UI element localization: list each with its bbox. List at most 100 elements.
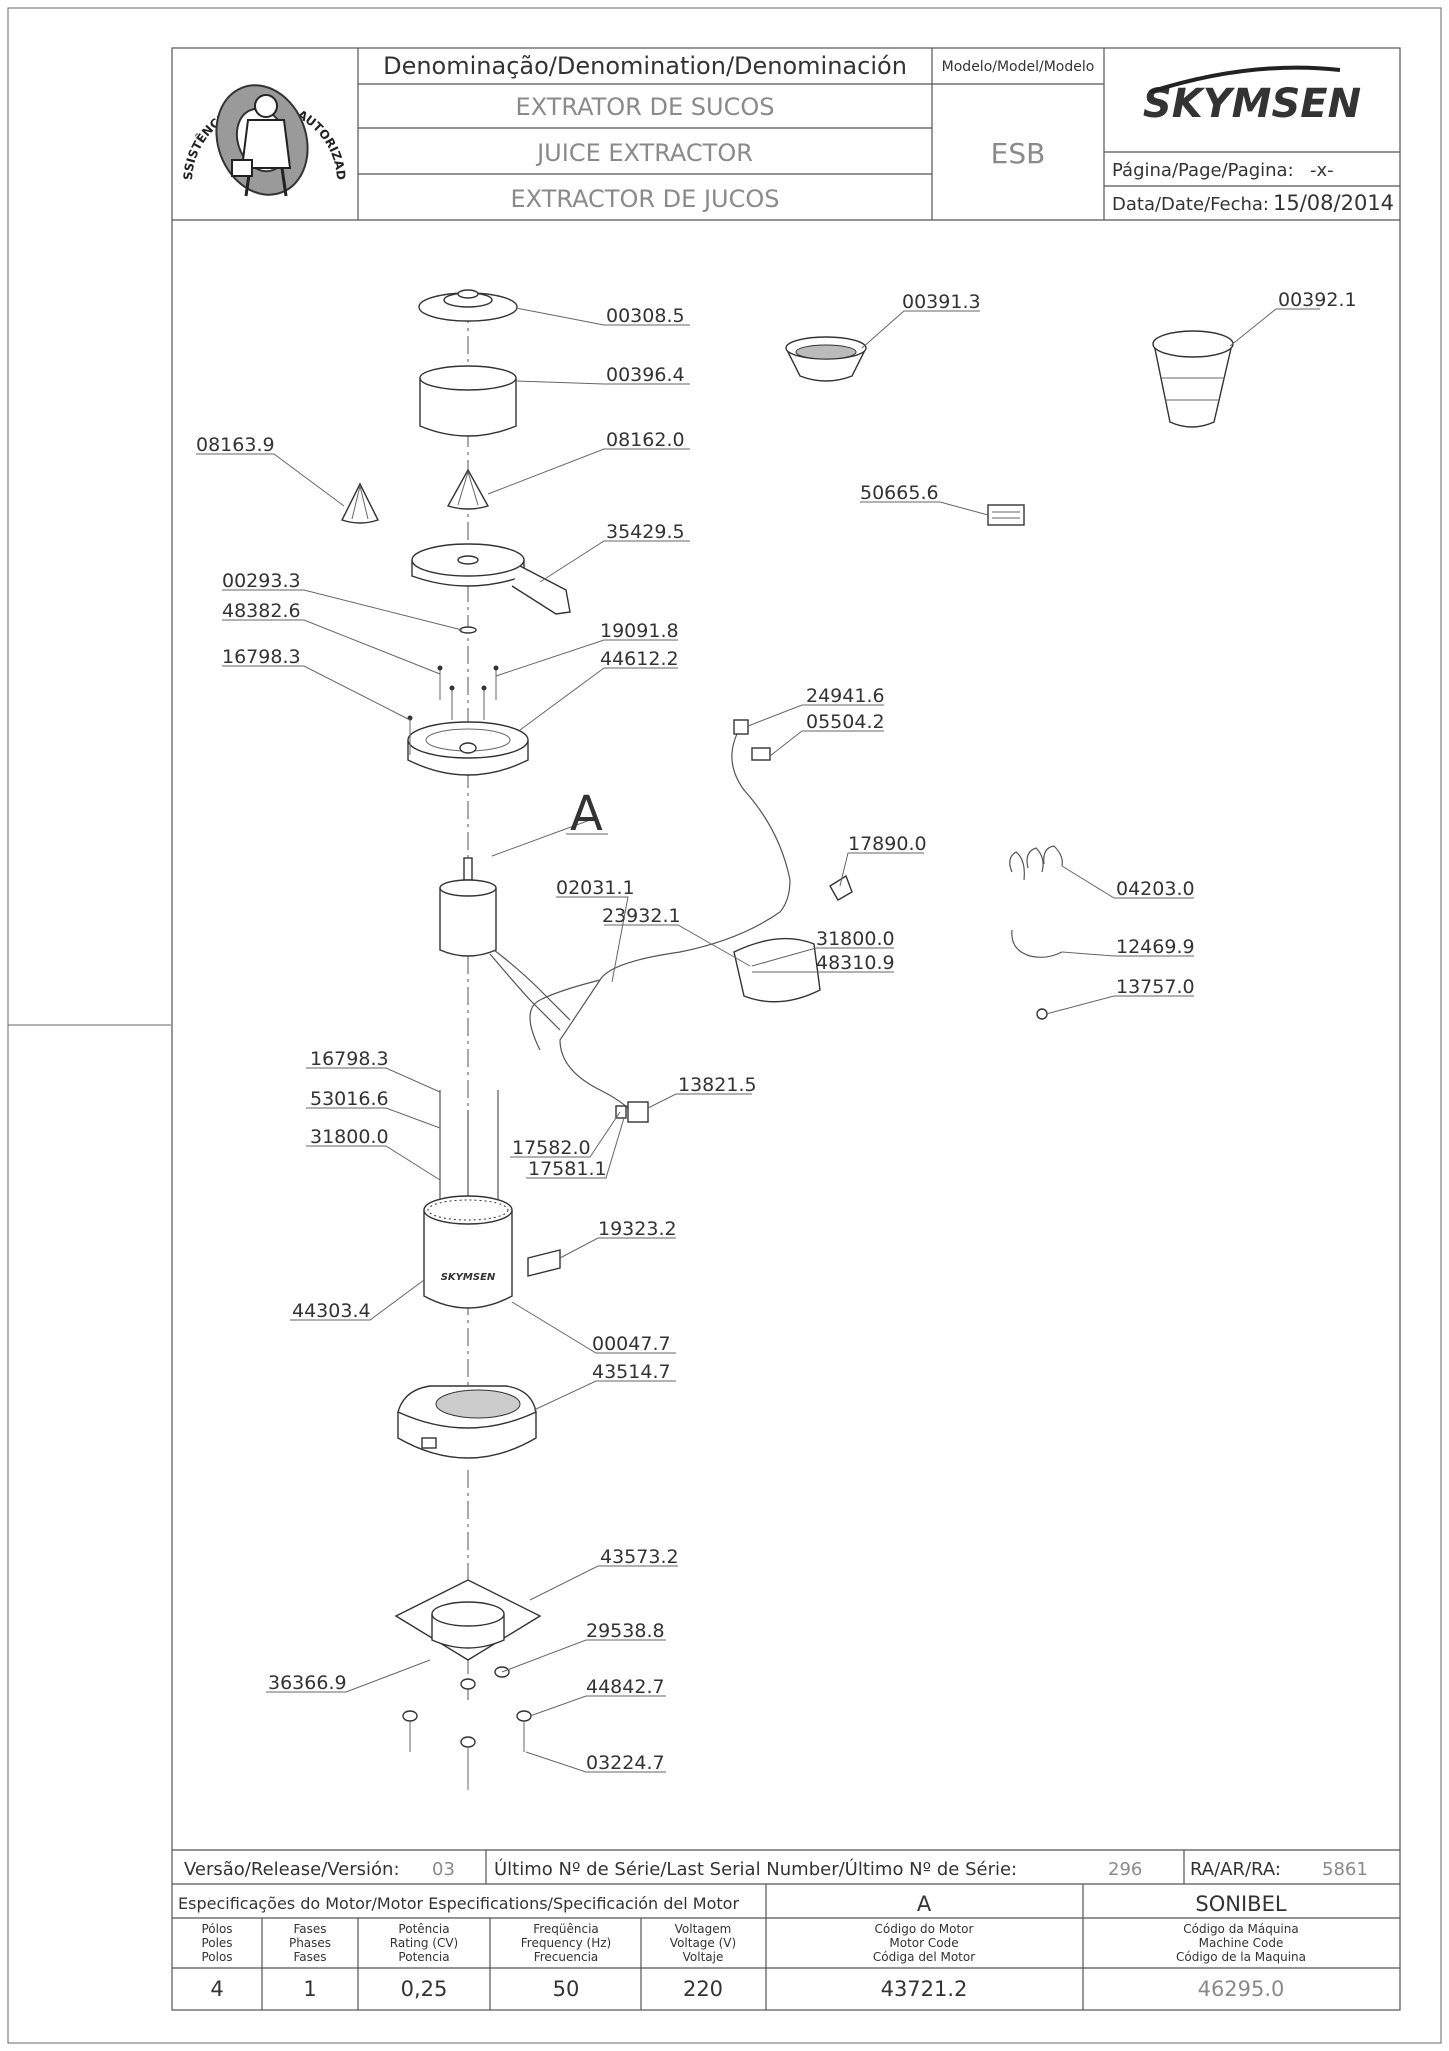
- model-value: ESB: [991, 137, 1046, 170]
- housing-part: SKYMSEN: [423, 1195, 513, 1309]
- leader-lines: [196, 307, 1320, 1773]
- ra-label: RA/AR/RA:: [1190, 1859, 1281, 1880]
- part-label: 12469.9: [1116, 936, 1195, 958]
- part-label: 00308.5: [606, 305, 685, 327]
- ra-value: 5861: [1322, 1859, 1368, 1880]
- svg-text:Polos: Polos: [201, 1950, 232, 1964]
- part-label: 29538.8: [586, 1620, 665, 1642]
- support-ring-part: [407, 721, 529, 776]
- callout-letter: A: [570, 786, 603, 842]
- warning-sticker-part: [987, 504, 1025, 526]
- part-label: 36366.9: [268, 1672, 347, 1694]
- svg-text:Voltage (V): Voltage (V): [670, 1936, 736, 1950]
- svg-text:Potência: Potência: [398, 1922, 449, 1936]
- motor-part: [439, 857, 497, 957]
- part-label: 35429.5: [606, 521, 685, 543]
- svg-text:Machine Code: Machine Code: [1199, 1936, 1284, 1950]
- authorized-assistance-seal: ASSISTÊNCIA TÉCNICA AUTORIZADA: [0, 0, 348, 197]
- svg-text:Poles: Poles: [201, 1936, 232, 1950]
- motor-spec-label: Especificações do Motor/Motor Especifica…: [178, 1894, 739, 1913]
- part-label: 05504.2: [806, 711, 885, 733]
- col-rating: Potência Rating (CV) Potencia 0,25: [390, 1922, 458, 2001]
- svg-text:Código do Motor: Código do Motor: [875, 1922, 974, 1936]
- part-label: 31800.0: [310, 1126, 389, 1148]
- label-sticker-part: [527, 1249, 561, 1277]
- svg-text:Potencia: Potencia: [398, 1950, 449, 1964]
- svg-text:Motor Code: Motor Code: [889, 1936, 958, 1950]
- page-label: Página/Page/Pagina:: [1112, 160, 1294, 181]
- feet-part: [402, 1666, 532, 1790]
- svg-text:Código da Máquina: Código da Máquina: [1183, 1922, 1298, 1936]
- washer-part: [459, 626, 477, 634]
- name-es: EXTRACTOR DE JUCOS: [511, 185, 780, 213]
- part-label: 48310.9: [816, 952, 895, 974]
- svg-text:Código de la Maquina: Código de la Maquina: [1176, 1950, 1306, 1964]
- part-label: 44303.4: [292, 1300, 371, 1322]
- svg-text:Voltagem: Voltagem: [675, 1922, 732, 1936]
- col-phases: Fases Phases Fases 1: [289, 1922, 331, 2001]
- svg-text:Frecuencia: Frecuencia: [534, 1950, 599, 1964]
- page-value: -x-: [1310, 160, 1334, 181]
- voltage-value: 220: [683, 1977, 723, 2001]
- part-label: 17581.1: [528, 1158, 607, 1180]
- col-machine-code: Código da Máquina Machine Code Código de…: [1176, 1922, 1306, 2001]
- switch-part: [615, 1101, 649, 1123]
- svg-text:Freqüência: Freqüência: [533, 1922, 599, 1936]
- col-frequency: Freqüência Frequency (Hz) Frecuencia 50: [521, 1922, 612, 2001]
- part-label: 00047.7: [592, 1333, 671, 1355]
- part-label: 13821.5: [678, 1074, 757, 1096]
- screws-part: [407, 665, 499, 755]
- svg-text:Pólos: Pólos: [201, 1922, 232, 1936]
- serial-label: Último Nº de Série/Last Serial Number/Úl…: [494, 1858, 1017, 1880]
- frequency-value: 50: [553, 1977, 580, 2001]
- svg-text:Phases: Phases: [289, 1936, 331, 1950]
- motor-letter: A: [917, 1892, 932, 1916]
- part-label: 16798.3: [310, 1048, 389, 1070]
- part-label: 19323.2: [598, 1218, 677, 1240]
- reamer-cone-alt-part: [341, 482, 379, 524]
- name-pt: EXTRATOR DE SUCOS: [516, 93, 775, 121]
- part-label: 08162.0: [606, 429, 685, 451]
- part-label: 16798.3: [222, 646, 301, 668]
- model-label: Modelo/Model/Modelo: [942, 59, 1095, 75]
- rating-value: 0,25: [401, 1977, 448, 2001]
- part-label: 53016.6: [310, 1088, 389, 1110]
- lid-part: [418, 289, 518, 322]
- svg-text:Frequency (Hz): Frequency (Hz): [521, 1936, 612, 1950]
- part-label: 31800.0: [816, 928, 895, 950]
- part-label: 00391.3: [902, 291, 981, 313]
- col-voltage: Voltagem Voltage (V) Voltaje 220: [670, 1922, 736, 2001]
- part-label: 08163.9: [196, 434, 275, 456]
- motor-wires-part: [489, 949, 571, 1031]
- phases-value: 1: [303, 1977, 316, 2001]
- brand-swoosh: [1149, 65, 1341, 94]
- springs-part: [1009, 845, 1063, 1020]
- base-part: [397, 1385, 537, 1459]
- svg-text:Fases: Fases: [293, 1950, 326, 1964]
- date-label: Data/Date/Fecha:: [1112, 194, 1269, 215]
- pulp-cup-part: [1152, 330, 1234, 428]
- housing-logo: SKYMSEN: [441, 1272, 496, 1283]
- col-motor-code: Código do Motor Motor Code Códiga del Mo…: [873, 1922, 975, 2001]
- power-cord-part: [529, 719, 853, 1111]
- machine-code-value: 46295.0: [1198, 1977, 1285, 2001]
- spec-table: Versão/Release/Versión: 03 Último Nº de …: [172, 1849, 1400, 2010]
- drawing-frame: [171, 47, 1401, 2011]
- name-en: JUICE EXTRACTOR: [535, 139, 753, 167]
- part-label: 19091.8: [600, 620, 679, 642]
- reamer-cone-part: [446, 468, 490, 510]
- part-label: 00293.3: [222, 570, 301, 592]
- poles-value: 4: [210, 1977, 223, 2001]
- part-label: 00396.4: [606, 364, 685, 386]
- title-block: Denominação/Denomination/Denominación EX…: [0, 0, 1400, 221]
- part-label: 02031.1: [556, 877, 635, 899]
- part-label: 44612.2: [600, 648, 679, 670]
- denomination-label: Denominação/Denomination/Denominación: [383, 52, 907, 80]
- part-label: 43573.2: [600, 1546, 679, 1568]
- svg-text:Voltaje: Voltaje: [683, 1950, 724, 1964]
- svg-text:Códiga del Motor: Códiga del Motor: [873, 1950, 975, 1964]
- motor-brand: SONIBEL: [1195, 1892, 1286, 1916]
- part-label: 00392.1: [1278, 289, 1357, 311]
- part-label: 13757.0: [1116, 976, 1195, 998]
